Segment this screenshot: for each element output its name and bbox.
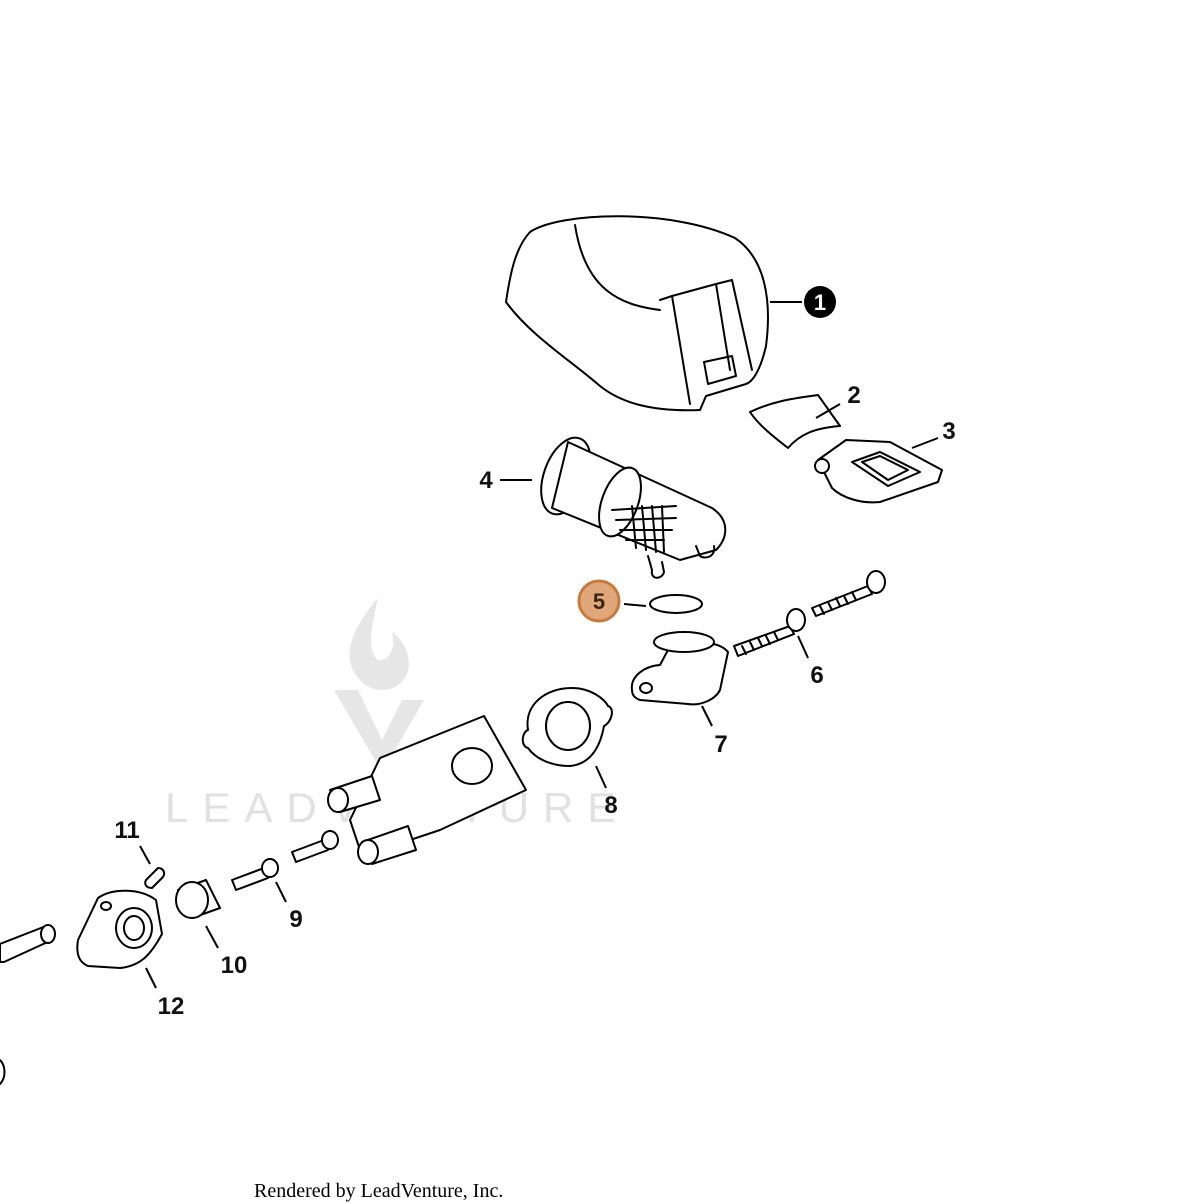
part-plug <box>144 867 166 889</box>
callout-3[interactable]: 3 <box>942 418 955 445</box>
callout-5-highlighted[interactable]: 5 <box>577 579 621 623</box>
carburetor-body <box>327 715 527 865</box>
part-sleeve <box>175 879 221 919</box>
callout-6[interactable]: 6 <box>810 662 823 689</box>
part-filter-sheet <box>749 394 841 449</box>
part-air-filter-cover <box>505 215 769 412</box>
filter-mesh-icon <box>611 505 677 553</box>
part-shaft <box>0 924 56 1085</box>
svg-text:5: 5 <box>593 589 605 614</box>
part-screws-short <box>231 830 339 891</box>
svg-text:1: 1 <box>814 290 826 315</box>
v-logo-icon <box>334 690 424 762</box>
part-screen-filter <box>540 436 727 579</box>
callout-2[interactable]: 2 <box>847 382 860 409</box>
part-retainer-bracket <box>814 439 943 504</box>
callout-9[interactable]: 9 <box>289 906 302 933</box>
part-o-ring <box>649 594 703 614</box>
flame-logo-icon <box>349 598 409 691</box>
leader-lines <box>139 301 939 989</box>
callout-4[interactable]: 4 <box>479 467 493 494</box>
callout-12[interactable]: 12 <box>158 993 185 1020</box>
part-screws-long <box>733 570 886 657</box>
part-intake-elbow <box>630 631 729 706</box>
callout-8[interactable]: 8 <box>604 792 617 819</box>
callout-7[interactable]: 7 <box>714 731 727 758</box>
callouts: 1 2 3 4 5 6 7 8 11 9 10 12 <box>114 286 956 1020</box>
part-flange-mount <box>76 889 163 969</box>
part-gasket <box>521 687 613 767</box>
callout-11[interactable]: 11 <box>114 817 139 844</box>
render-credit: Rendered by LeadVenture, Inc. <box>254 1180 504 1202</box>
callout-1[interactable]: 1 <box>804 286 836 318</box>
callout-10[interactable]: 10 <box>221 952 248 979</box>
